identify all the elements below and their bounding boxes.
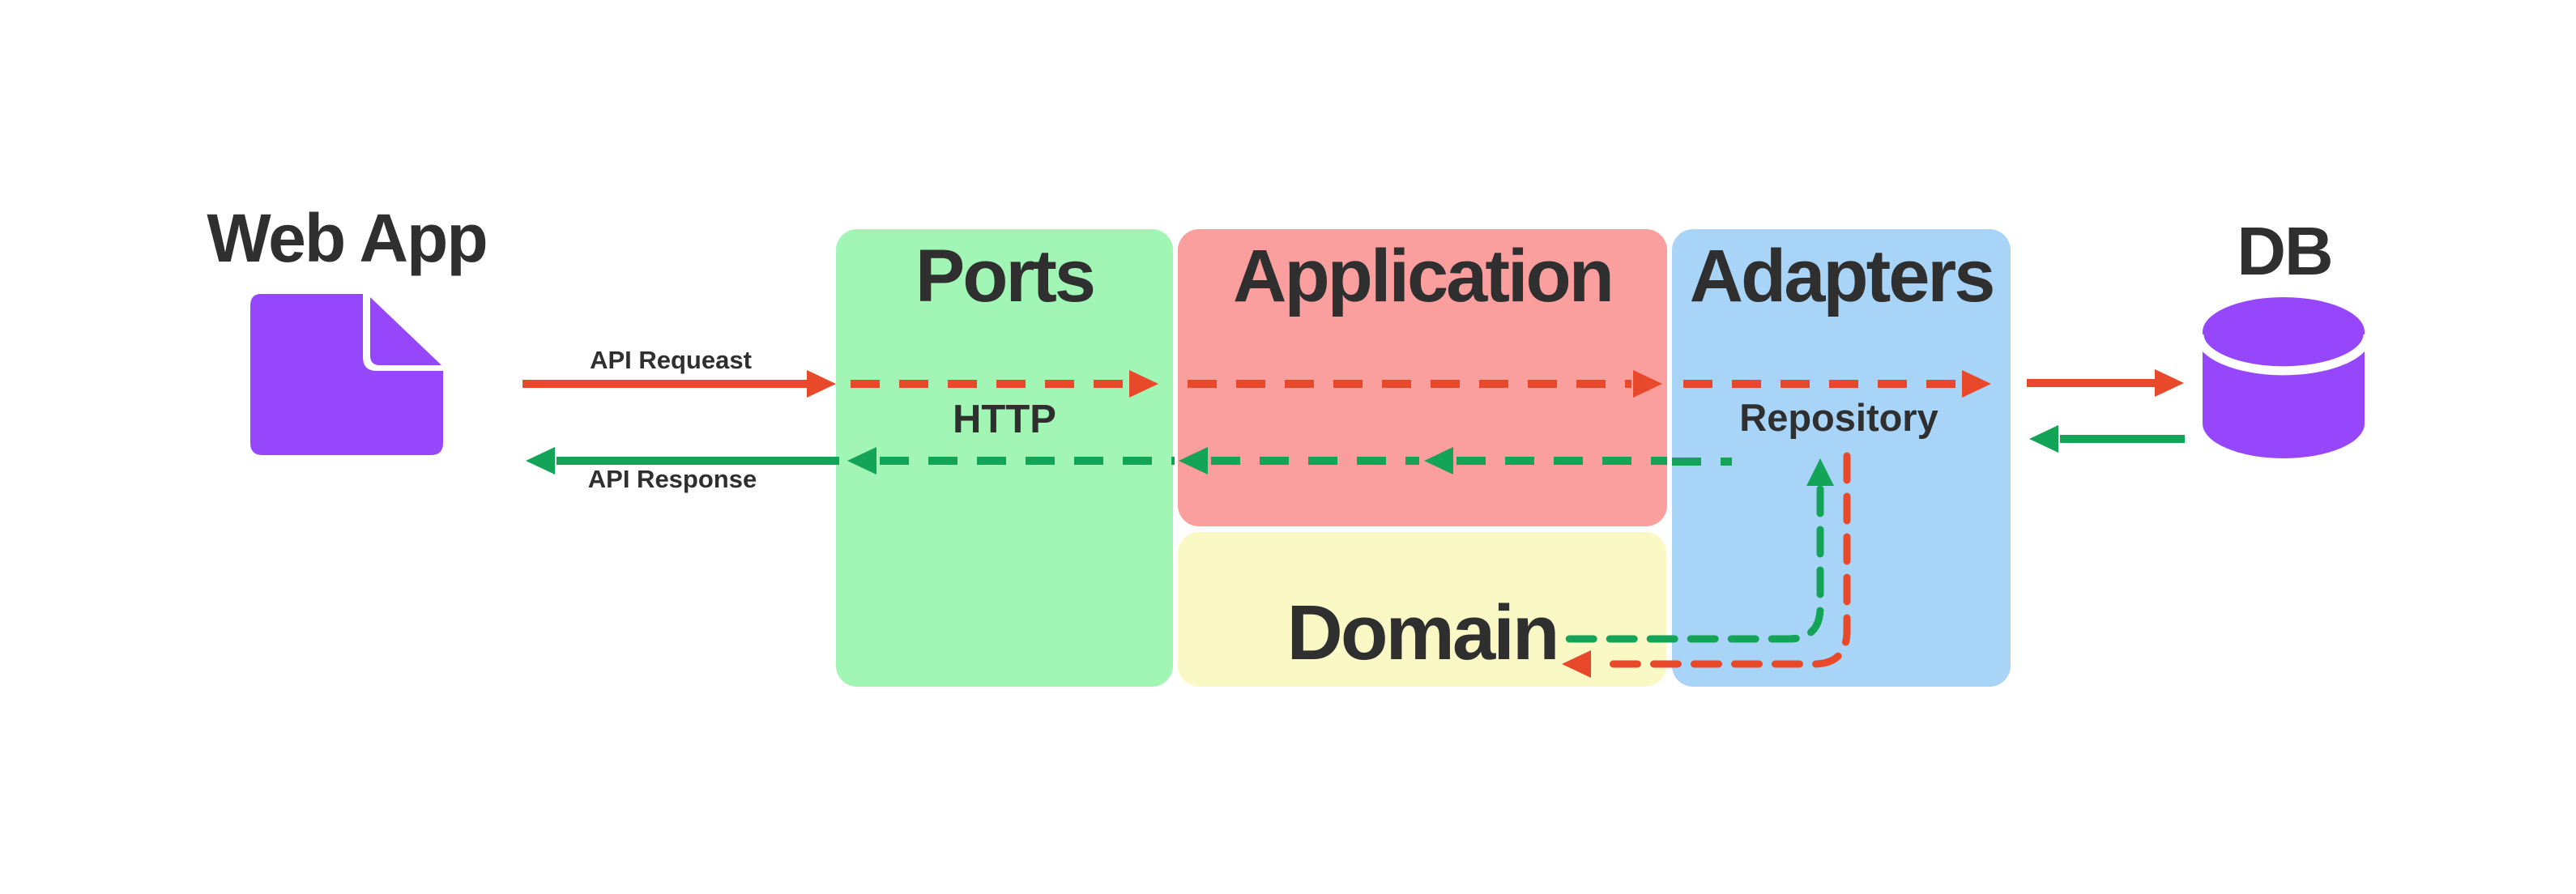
layer-title-application: Application xyxy=(1233,235,1614,317)
layer-ports: Ports xyxy=(836,229,1173,687)
http-label: HTTP xyxy=(953,398,1056,441)
document-icon xyxy=(250,294,443,455)
layer-domain: Domain xyxy=(1178,532,1666,687)
database-cylinder-icon xyxy=(2194,297,2373,458)
layer-title-domain: Domain xyxy=(1286,590,1559,676)
db-node-label: DB xyxy=(2237,213,2333,289)
web-app-node-label: Web App xyxy=(207,200,488,276)
repository-label: Repository xyxy=(1739,396,1938,439)
layer-adapters: Adapters xyxy=(1672,229,2011,687)
layer-title-adapters: Adapters xyxy=(1689,235,1996,317)
api-response-label: API Response xyxy=(587,465,757,493)
api-request-label: API Requeast xyxy=(590,346,752,374)
layer-application: Application xyxy=(1178,229,1667,526)
layer-title-ports: Ports xyxy=(915,235,1096,317)
